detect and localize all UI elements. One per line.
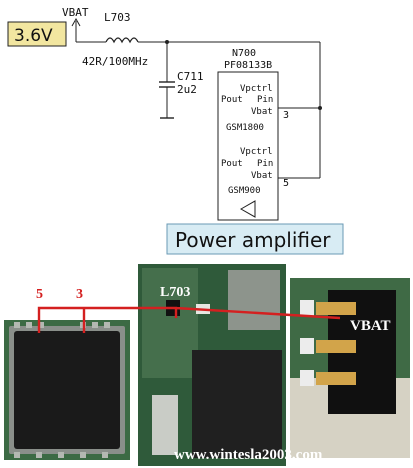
photos: 5 3 L703 VBAT www.wintesla2003.com xyxy=(4,264,410,466)
pa-chip-body xyxy=(14,331,120,449)
block1-band: GSM1800 xyxy=(226,123,264,133)
inductor-value: 42R/100MHz xyxy=(82,55,148,68)
chip-body xyxy=(217,71,279,221)
board-trace-area xyxy=(142,268,198,378)
chip-ref: N700 xyxy=(232,48,256,59)
connector-pin-pads xyxy=(300,300,314,386)
diagram-title: Power amplifier xyxy=(175,228,331,252)
board-ic xyxy=(192,350,282,458)
vbat-trace-wire xyxy=(37,306,341,333)
photo-inductor-label: L703 xyxy=(160,285,190,300)
vbat-arrow-head xyxy=(71,17,81,27)
pin-label-3: 3 xyxy=(76,287,83,302)
inductor-symbol xyxy=(105,37,139,44)
title-box xyxy=(166,223,344,255)
block2-pin-number: 5 xyxy=(283,178,289,189)
pin-label-5: 5 xyxy=(36,287,43,302)
photo-vbat-label: VBAT xyxy=(350,318,391,334)
block2-vpctrl: Vpctrl xyxy=(240,147,273,157)
board-component-a xyxy=(152,395,178,455)
connector-pins xyxy=(316,302,356,385)
capacitor-ref: C711 xyxy=(177,70,204,83)
vbat-label: VBAT xyxy=(62,6,89,19)
block2-band: GSM900 xyxy=(228,186,261,196)
voltage-label: 3.6V xyxy=(14,26,53,46)
capacitor-value: 2u2 xyxy=(177,83,197,96)
block2-vbat: Vbat xyxy=(251,171,273,181)
schematic: 3.6V VBAT L703 42R/100MHz C711 2u2 N700 … xyxy=(7,6,344,255)
block2-pin: Pin xyxy=(257,159,273,169)
block1-vpctrl: Vpctrl xyxy=(240,84,273,94)
block1-pin: Pin xyxy=(257,95,273,105)
voltage-box xyxy=(7,21,67,47)
block2-pout: Pout xyxy=(221,159,243,169)
block1-vbat: Vbat xyxy=(251,107,273,117)
pa-chip-pads xyxy=(14,322,110,458)
amplifier-triangle-icon xyxy=(239,200,256,218)
block1-pin-number: 3 xyxy=(283,110,289,121)
block1-pout: Pout xyxy=(221,95,243,105)
chip-part: PF08133B xyxy=(224,60,272,71)
board-shield xyxy=(228,270,280,330)
inductor-ref: L703 xyxy=(104,11,131,24)
watermark: www.wintesla2003.com xyxy=(174,447,323,463)
